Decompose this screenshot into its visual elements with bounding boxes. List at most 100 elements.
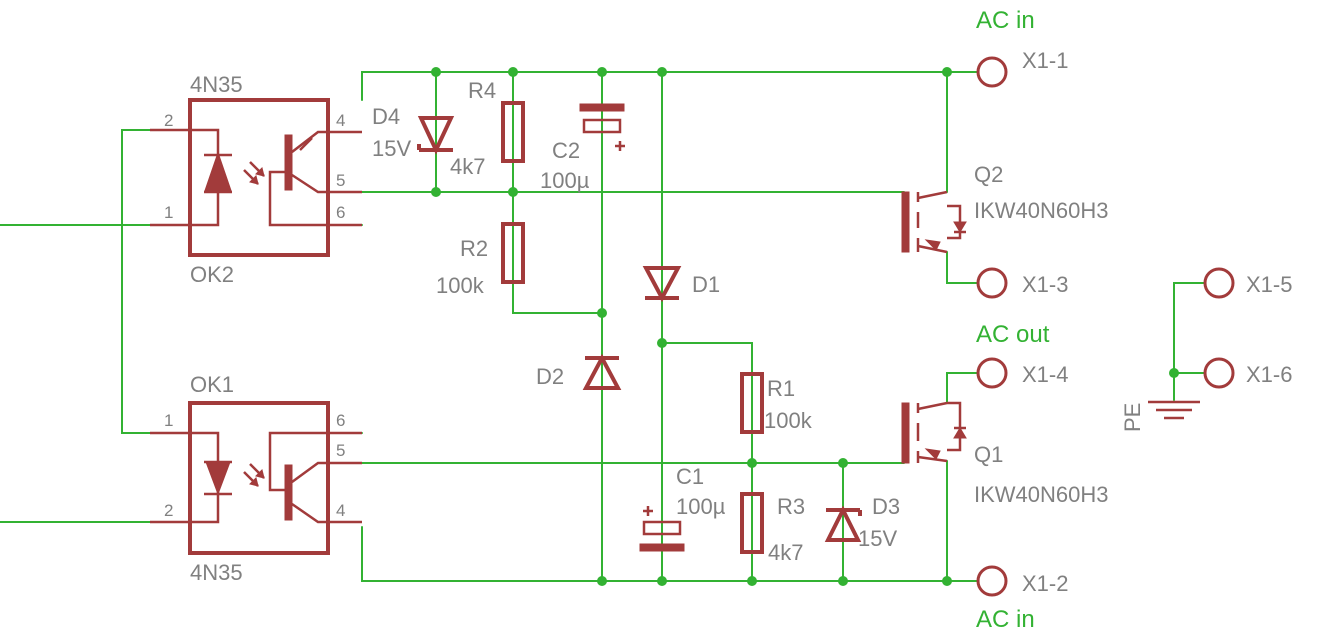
r2-value: 100k bbox=[436, 273, 485, 298]
wire-r4-r2 bbox=[512, 71, 603, 314]
ground-pe: PE bbox=[1120, 400, 1200, 432]
r3-value: 4k7 bbox=[768, 540, 803, 565]
junction bbox=[597, 576, 607, 586]
capacitor-c2: C2 100µ bbox=[540, 103, 625, 193]
junction bbox=[747, 576, 757, 586]
resistor-r2: R2 100k bbox=[436, 222, 525, 298]
ok2-pin-4: 4 bbox=[336, 111, 345, 130]
c1-value: 100µ bbox=[676, 494, 726, 519]
ok2-pin-1: 1 bbox=[164, 203, 173, 222]
net-labels: AC in AC out AC in bbox=[976, 7, 1050, 633]
r3-name: R3 bbox=[777, 494, 805, 519]
ok2-pin-6: 6 bbox=[336, 203, 345, 222]
connector-label-x1-3: X1-3 bbox=[1022, 272, 1068, 297]
net-label-ac-in-top: AC in bbox=[976, 7, 1035, 34]
ok1-name: OK1 bbox=[190, 372, 234, 397]
wire-bottom-rail bbox=[361, 526, 979, 582]
connector-label-x1-4: X1-4 bbox=[1022, 362, 1068, 387]
igbt-q2: Q2 IKW40N60H3 bbox=[901, 162, 1109, 254]
connector-pad-x1-2[interactable] bbox=[976, 565, 1008, 597]
junction bbox=[942, 67, 952, 77]
q1-name: Q1 bbox=[974, 442, 1003, 467]
connector-label-x1-5: X1-5 bbox=[1246, 272, 1292, 297]
zener-diode-d4: D4 15V bbox=[372, 104, 455, 161]
zener-diode-d3: D3 15V bbox=[824, 494, 900, 551]
wire-opto-link bbox=[121, 129, 191, 434]
wire-q1-collector bbox=[946, 372, 979, 404]
ok2-body bbox=[188, 98, 330, 257]
connector-pad-x1-1[interactable] bbox=[976, 56, 1008, 88]
ok2-name: OK2 bbox=[190, 262, 234, 287]
ok2-pin-2: 2 bbox=[164, 111, 173, 130]
ok1-pin-1: 1 bbox=[164, 411, 173, 430]
diode-d2: D2 bbox=[536, 353, 622, 390]
q2-value: IKW40N60H3 bbox=[974, 198, 1109, 223]
resistor-r4: R4 4k7 bbox=[450, 78, 525, 179]
connector-pad-x1-5[interactable] bbox=[1203, 267, 1235, 299]
junction bbox=[747, 458, 757, 468]
diode-d1: D1 bbox=[642, 266, 720, 303]
led-icon bbox=[205, 154, 231, 191]
junction bbox=[838, 458, 848, 468]
capacitor-c1: C1 100µ bbox=[639, 464, 726, 552]
junction bbox=[1169, 368, 1179, 378]
connector-pad-x1-4[interactable] bbox=[976, 357, 1008, 389]
optocoupler-ok1: 1 2 6 5 4 OK1 4N35 bbox=[150, 372, 362, 585]
junction bbox=[597, 67, 607, 77]
d3-name: D3 bbox=[872, 494, 900, 519]
junction bbox=[431, 67, 441, 77]
c2-name: C2 bbox=[552, 138, 580, 163]
ground-icon bbox=[1148, 400, 1200, 420]
wire-r1-r3 bbox=[661, 342, 753, 582]
ok1-pin-2: 2 bbox=[164, 501, 173, 520]
wire-top-rail bbox=[361, 71, 979, 101]
junction bbox=[838, 576, 848, 586]
net-label-ac-out: AC out bbox=[976, 321, 1050, 348]
r1-value: 100k bbox=[764, 408, 813, 433]
ok1-pin-4: 4 bbox=[336, 501, 345, 520]
ok2-value: 4N35 bbox=[190, 72, 243, 97]
d2-name: D2 bbox=[536, 364, 564, 389]
resistor-r3: R3 4k7 bbox=[740, 492, 805, 565]
q2-name: Q2 bbox=[974, 162, 1003, 187]
junction bbox=[508, 187, 518, 197]
ok1-value: 4N35 bbox=[190, 560, 243, 585]
r4-name: R4 bbox=[468, 78, 496, 103]
d1-name: D1 bbox=[692, 272, 720, 297]
ground-label: PE bbox=[1120, 403, 1145, 432]
d4-value: 15V bbox=[372, 136, 411, 161]
connector-label-x1-6: X1-6 bbox=[1246, 362, 1292, 387]
junction bbox=[431, 187, 441, 197]
junction bbox=[657, 576, 667, 586]
junction bbox=[597, 308, 607, 318]
junction bbox=[942, 576, 952, 586]
connector-label-x1-1: X1-1 bbox=[1022, 48, 1068, 73]
wire-q2-emitter bbox=[946, 251, 979, 284]
junction bbox=[657, 338, 667, 348]
q1-value: IKW40N60H3 bbox=[974, 482, 1109, 507]
wire-pe bbox=[1173, 282, 1207, 374]
ok1-pin-6: 6 bbox=[336, 411, 345, 430]
junction bbox=[657, 67, 667, 77]
ok1-body bbox=[188, 401, 330, 555]
connector-label-x1-2: X1-2 bbox=[1022, 571, 1068, 596]
connector-pad-x1-3[interactable] bbox=[976, 267, 1008, 299]
igbt-q1: Q1 IKW40N60H3 bbox=[901, 401, 1109, 507]
junctions bbox=[431, 67, 1179, 586]
optocoupler-ok2: 2 1 4 5 6 4N35 OK2 bbox=[150, 72, 362, 287]
d4-name: D4 bbox=[372, 104, 400, 129]
connector-pad-x1-6[interactable] bbox=[1203, 357, 1235, 389]
led-icon bbox=[205, 461, 231, 496]
junction bbox=[508, 67, 518, 77]
wires bbox=[0, 71, 1207, 582]
r1-name: R1 bbox=[767, 376, 795, 401]
c1-name: C1 bbox=[676, 464, 704, 489]
r4-value: 4k7 bbox=[450, 154, 485, 179]
net-label-ac-in-bottom: AC in bbox=[976, 606, 1035, 633]
connectors: X1-1 X1-3 X1-4 X1-2 X1-5 X1-6 bbox=[976, 48, 1292, 597]
resistor-r1: R1 100k bbox=[740, 372, 813, 434]
ok1-pin-5: 5 bbox=[336, 441, 345, 460]
c2-value: 100µ bbox=[540, 168, 590, 193]
